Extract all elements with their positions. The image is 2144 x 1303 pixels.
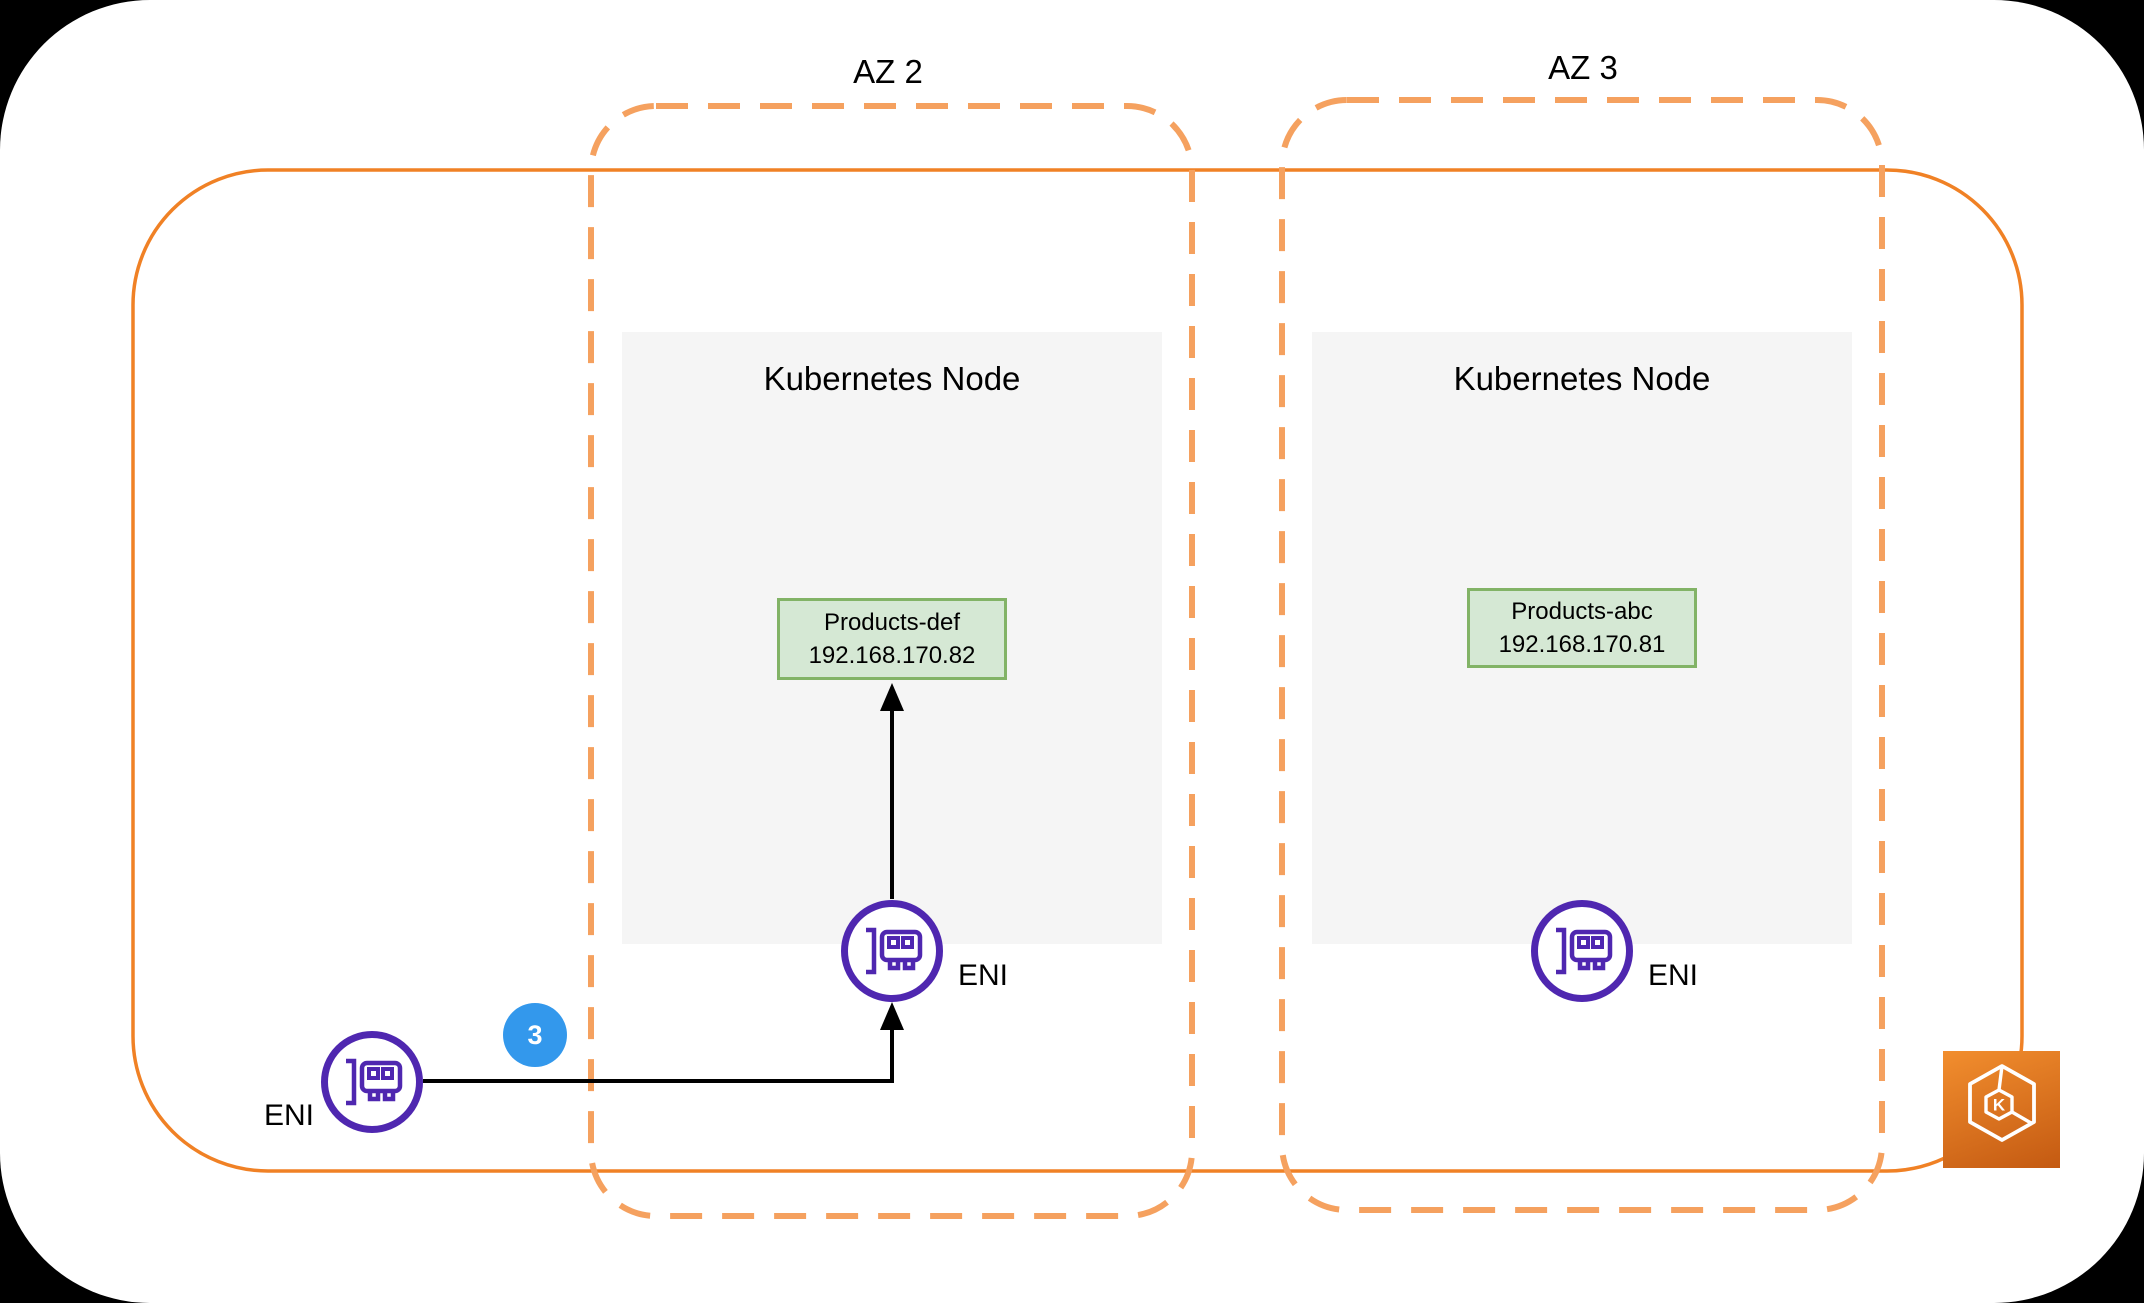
step-badge-number: 3 (527, 1019, 543, 1050)
eni-icon (321, 1031, 423, 1133)
az2-label: AZ 2 (853, 53, 923, 90)
kubernetes-node-title: Kubernetes Node (1453, 360, 1711, 397)
eks-icon: K (1943, 1051, 2060, 1168)
pod-ip: 192.168.170.82 (808, 642, 976, 669)
arrow-external-eni-to-node-eni (423, 1028, 894, 1083)
arrowhead-up-into-pod (880, 683, 904, 711)
eni-icon (1531, 900, 1633, 1002)
network-interface-card-icon (866, 927, 923, 975)
pod-ip: 192.168.170.81 (1498, 631, 1666, 658)
az2-boundary (588, 103, 1195, 1219)
kubernetes-node-box-az3: Kubernetes Node (1312, 332, 1852, 944)
pod-box-products-def: Products-def 192.168.170.82 (777, 598, 1007, 680)
eni-label-external: ENI (264, 1099, 315, 1132)
network-interface-card-icon (346, 1058, 403, 1106)
network-interface-card-icon (1556, 927, 1613, 975)
pod-name: Products-abc (1511, 598, 1653, 625)
kubernetes-cluster-hexagon-icon: K (1967, 1063, 2036, 1142)
eni-icon (841, 900, 943, 1002)
step-badge: 3 (503, 1003, 567, 1067)
eni-label-az3: ENI (1648, 959, 1699, 992)
vpc-boundary (131, 168, 2024, 1173)
eni-label-az2: ENI (958, 959, 1009, 992)
pod-name: Products-def (823, 609, 961, 636)
pod-box-products-abc: Products-abc 192.168.170.81 (1467, 588, 1697, 668)
arrowhead-up-into-eni (880, 1002, 904, 1030)
az3-boundary (1279, 97, 1885, 1213)
kubernetes-node-title: Kubernetes Node (763, 360, 1021, 397)
az3-label: AZ 3 (1548, 49, 1618, 86)
eks-letter: K (1992, 1095, 2005, 1114)
